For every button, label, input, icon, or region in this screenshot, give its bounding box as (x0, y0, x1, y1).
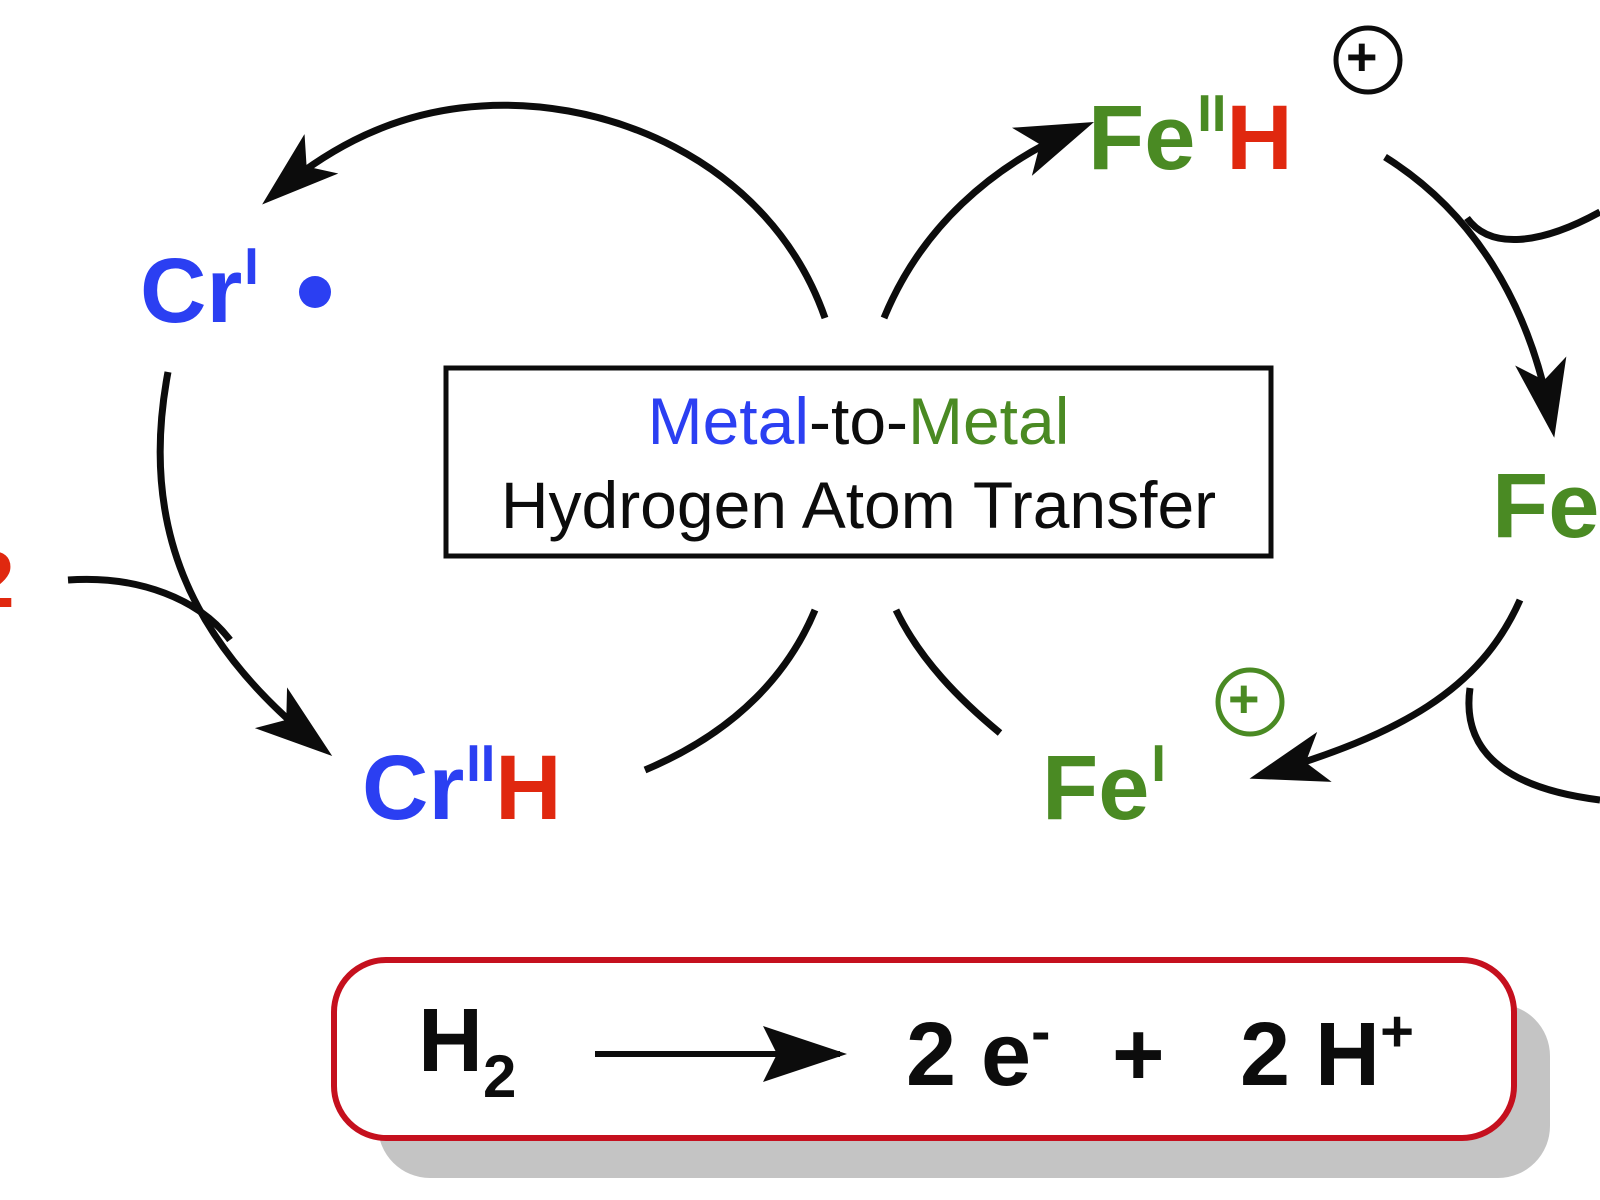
cr-radical-oxidation: I (244, 238, 259, 296)
fe-hydride-hydrogen: H (1226, 87, 1293, 189)
fe-cation-charge-ring (1215, 667, 1285, 737)
h2-partial-label: 2 (0, 540, 15, 620)
equation-electrons-charge: - (1031, 999, 1051, 1064)
equation-reactant-subscript: 2 (483, 1043, 517, 1110)
fe-cation-element: Fe (1042, 737, 1150, 839)
fe-hydride-charge: + (1346, 27, 1378, 87)
equation-frame (331, 957, 1517, 1141)
equation-reactant-symbol: H (418, 991, 483, 1091)
fe-hydride-element: Fe (1088, 87, 1196, 189)
fe-cation-label: FeI (1042, 738, 1166, 834)
box-title-line2: Hydrogen Atom Transfer (500, 468, 1217, 542)
box-metal-left: Metal (647, 384, 809, 458)
arrow-center-to-cr-radical (262, 101, 829, 320)
equation-plus: + (1112, 1005, 1165, 1105)
fe-hydride-label: FeIIH (1088, 88, 1293, 184)
cr-radical-label: CrI (140, 241, 259, 337)
arrow-cr-hydride-to-center (643, 608, 819, 774)
equation-protons-text: 2 H (1240, 1005, 1381, 1105)
center-label-box (443, 365, 1274, 559)
arrow-cr-radical-to-cr-hydride (156, 371, 333, 757)
cr-hydride-label: CrIIH (362, 738, 562, 834)
arrow-center-to-fe-hydride (880, 122, 1095, 320)
equation-protons: 2 H+ (1240, 1003, 1414, 1101)
cr-hydride-element: Cr (362, 737, 465, 839)
arrow-fe-to-fe-cation (1249, 598, 1524, 782)
arrow-branch-lower-right (1465, 687, 1600, 804)
equation-electrons: 2 e- (906, 1003, 1050, 1101)
arrow-fe-hydride-to-fe (1383, 154, 1567, 438)
equation-protons-charge: + (1380, 999, 1414, 1064)
cr-hydride-oxidation: II (466, 735, 496, 793)
fe-cation-charge: + (1228, 669, 1260, 729)
arrow-fe-cation-to-center (892, 608, 1003, 736)
arrow-h2-in (67, 575, 233, 643)
cr-radical-element: Cr (140, 240, 243, 342)
radical-dot (299, 276, 331, 308)
arrow-branch-upper-right (1464, 208, 1600, 244)
box-title-line1: Metal-to-Metal (446, 388, 1271, 454)
fe-hydride-oxidation: II (1197, 85, 1227, 143)
equation-electrons-text: 2 e (906, 1005, 1032, 1105)
fe-cation-oxidation: I (1151, 735, 1166, 793)
box-metal-right: Metal (908, 384, 1070, 458)
cr-hydride-hydrogen: H (495, 737, 562, 839)
box-to: -to- (809, 384, 908, 458)
fe-right-label: Fe (1492, 455, 1600, 557)
fe-hydride-charge-ring (1333, 25, 1403, 95)
equation-reactant: H2 (418, 996, 516, 1107)
